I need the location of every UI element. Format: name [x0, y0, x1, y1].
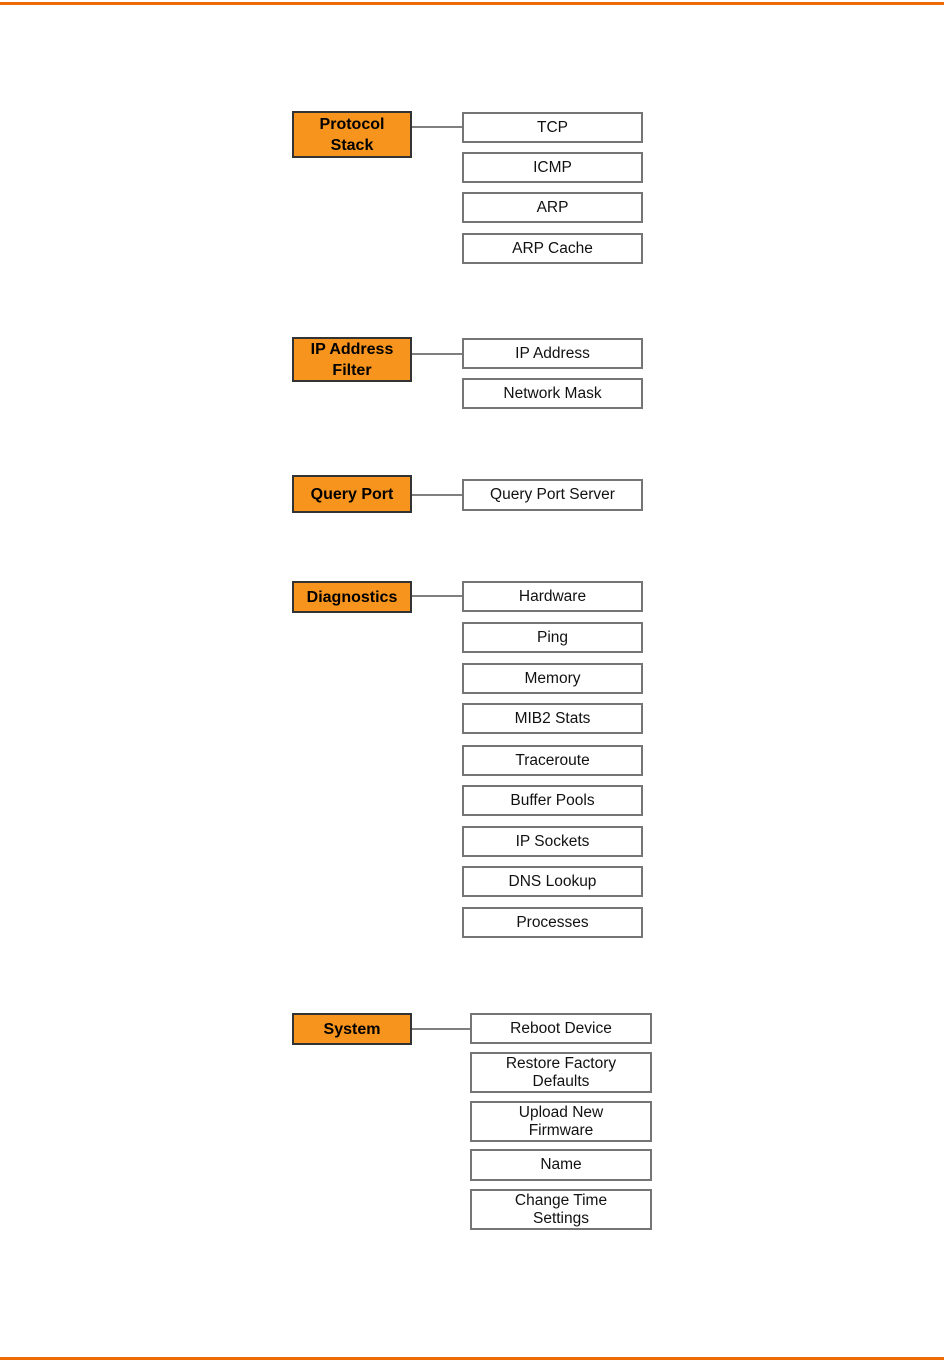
- menu-item-label: Query Port Server: [490, 486, 615, 503]
- menu-item-box: Traceroute: [462, 745, 643, 776]
- connector-line: [412, 1028, 470, 1030]
- menu-item-box: ARP: [462, 192, 643, 223]
- menu-item-box: IP Sockets: [462, 826, 643, 857]
- menu-item-box: Memory: [462, 663, 643, 694]
- group-label: System: [323, 1020, 381, 1038]
- menu-item-label: TCP: [537, 118, 568, 136]
- menu-item-label: ICMP: [533, 158, 572, 176]
- menu-item-box: Query Port Server: [462, 479, 643, 511]
- group-label-box: Protocol Stack: [292, 111, 412, 158]
- menu-item-box: Network Mask: [462, 378, 643, 409]
- menu-item-box: Ping: [462, 622, 643, 653]
- menu-item-box: MIB2 Stats: [462, 703, 643, 734]
- menu-item-label: Upload New Firmware: [518, 1103, 604, 1139]
- connector-line: [412, 595, 462, 597]
- menu-item-box: ARP Cache: [462, 233, 643, 264]
- connector-line: [412, 126, 462, 128]
- group-label: Query Port: [310, 485, 394, 503]
- menu-item-label: Processes: [516, 913, 589, 931]
- menu-item-label: Ping: [536, 628, 569, 646]
- menu-item-label: Traceroute: [515, 751, 590, 769]
- menu-item-label: Memory: [524, 669, 581, 687]
- menu-item-label: Change Time Settings: [514, 1191, 608, 1227]
- menu-item-box: Reboot Device: [470, 1013, 652, 1044]
- group-label: Protocol Stack: [319, 115, 385, 154]
- group-label-box: Diagnostics: [292, 581, 412, 613]
- group-label: Diagnostics: [306, 588, 398, 606]
- menu-item-label: DNS Lookup: [508, 872, 597, 890]
- menu-item-label: ARP Cache: [512, 239, 593, 257]
- menu-item-label: IP Address: [515, 344, 590, 362]
- menu-item-label: Name: [540, 1156, 582, 1173]
- menu-item-label: Buffer Pools: [510, 791, 595, 809]
- menu-item-box: Buffer Pools: [462, 785, 643, 816]
- menu-item-box: TCP: [462, 112, 643, 143]
- menu-item-box: Hardware: [462, 581, 643, 612]
- menu-item-box: DNS Lookup: [462, 866, 643, 897]
- menu-item-label: Reboot Device: [510, 1019, 612, 1037]
- bottom-rule: [0, 1357, 944, 1360]
- menu-item-box: Change Time Settings: [470, 1189, 652, 1230]
- connector-line: [412, 353, 462, 355]
- menu-item-box: IP Address: [462, 338, 643, 369]
- menu-item-label: IP Sockets: [515, 832, 590, 850]
- group-label-box: Query Port: [292, 475, 412, 513]
- menu-item-label: MIB2 Stats: [514, 709, 591, 727]
- menu-item-box: Name: [470, 1149, 652, 1181]
- menu-item-box: Processes: [462, 907, 643, 938]
- group-label-box: IP Address Filter: [292, 337, 412, 382]
- top-rule: [0, 2, 944, 5]
- menu-item-label: ARP: [536, 198, 569, 216]
- group-label-box: System: [292, 1013, 412, 1045]
- menu-item-box: ICMP: [462, 152, 643, 183]
- menu-item-box: Restore Factory Defaults: [470, 1052, 652, 1093]
- group-label: IP Address Filter: [310, 340, 394, 379]
- menu-item-label: Network Mask: [503, 384, 602, 402]
- menu-item-label: Restore Factory Defaults: [505, 1054, 617, 1090]
- menu-item-box: Upload New Firmware: [470, 1101, 652, 1142]
- connector-line: [412, 494, 462, 496]
- menu-item-label: Hardware: [518, 587, 587, 605]
